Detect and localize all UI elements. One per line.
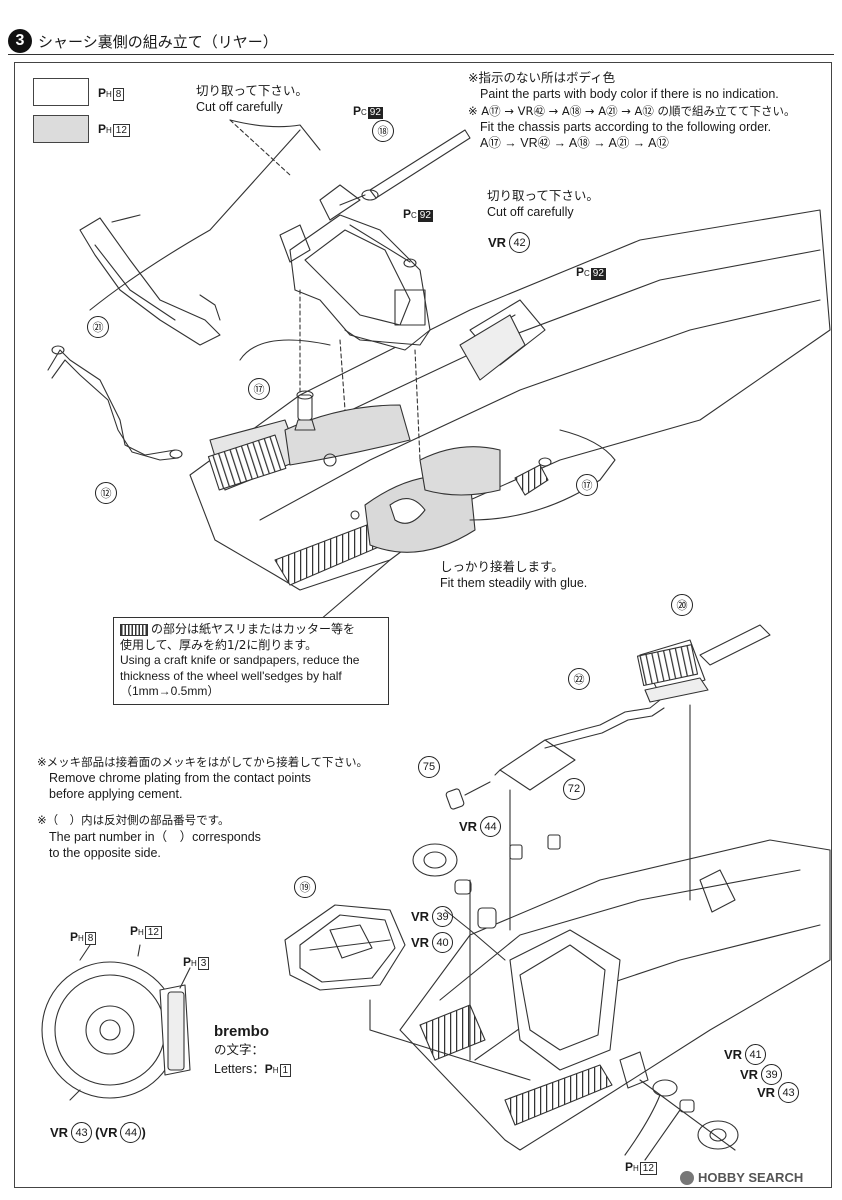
wheel-well-note-line-4: thickness of the wheel well'sedges by ha… (120, 668, 342, 683)
wheel-well-note-line-1: の部分は紙ヤスリまたはカッター等を (120, 622, 382, 638)
callout-part-21: ㉑ (87, 316, 109, 338)
step-title: シャーシ裏側の組み立て（リヤー） (38, 32, 278, 51)
opposite-note-en-2: to the opposite side. (49, 846, 161, 860)
callout-part-72: 72 (563, 778, 585, 800)
legend-swatch-white (33, 78, 89, 106)
brake-disc (41, 944, 191, 1101)
callout-part-12: ⑫ (95, 482, 117, 504)
hub-parts-left (412, 843, 497, 929)
chrome-note-en-2: before applying cement. (49, 787, 183, 801)
glue-note-en: Fit them steadily with glue. (440, 576, 588, 590)
note-line-4: Fit the chassis parts according to the f… (480, 120, 772, 134)
diagram-frame (14, 62, 832, 1188)
legend-swatch-grey (33, 115, 89, 143)
brembo-letters-jp: の文字： (214, 1042, 265, 1057)
wheel-well-note-line-3: Using a craft knife or sandpapers, reduc… (120, 653, 360, 667)
watermark-text: HOBBY SEARCH (698, 1170, 804, 1185)
callout-part-17-right: ⑰ (576, 474, 598, 496)
part-19-wheelwell (284, 904, 406, 991)
callout-part-20: ⑳ (671, 594, 693, 616)
hub-parts-right (639, 1079, 739, 1151)
glue-note-jp: しっかり接着します。 (440, 559, 564, 574)
wheel-well-note-box: の部分は紙ヤスリまたはカッター等を 使用して、厚みを約1/2に削ります。 Usi… (113, 617, 389, 705)
callout-part-18: ⑱ (372, 120, 394, 142)
callout-part-75: 75 (418, 756, 440, 778)
part-17-shock-right (514, 457, 552, 496)
hatch-swatch (120, 623, 148, 636)
upper-chassis-floor (189, 209, 831, 591)
part-18-shaft (339, 129, 471, 206)
rear-subframe (279, 184, 431, 351)
note-line-2: Paint the parts with body color if there… (480, 87, 779, 101)
cut-note-b-en: Cut off carefully (487, 205, 574, 219)
cut-note-a-en: Cut off carefully (196, 100, 283, 114)
part-20-muffler (636, 624, 771, 703)
note-line-3: ※ A⑰ → VR㊷ → A⑱ → A㉑ → A⑫ の順で組み立てて下さい。 (468, 104, 796, 118)
opposite-note-jp: ※（ ）内は反対側の部品番号です。 (37, 813, 230, 827)
cut-note-a-jp: 切り取って下さい。 (196, 83, 308, 98)
callout-part-17-left: ⑰ (248, 378, 270, 400)
callout-part-19: ⑲ (294, 876, 316, 898)
part-17-shock-left (294, 390, 316, 431)
part-22-exhaust (494, 699, 665, 791)
part-21-bracket (79, 214, 221, 346)
note-line-5: A⑰ → VR㊷ → A⑱ → A㉑ → A⑫ (480, 136, 669, 150)
watermark-logo-icon (680, 1170, 694, 1185)
header-rule (8, 54, 834, 55)
watermark: HOBBY SEARCH (680, 1170, 803, 1185)
wheel-well-note-line-2: 使用して、厚みを約1/2に削ります。 (120, 637, 318, 652)
chrome-note-jp: ※メッキ部品は接着面のメッキをはがしてから接着して下さい。 (37, 755, 368, 769)
brembo-logo-text: brembo (214, 1023, 270, 1040)
note-line-1: ※指示のない所はボディ色 (468, 70, 616, 85)
callout-part-22: ㉒ (568, 668, 590, 690)
chrome-note-en-1: Remove chrome plating from the contact p… (49, 771, 311, 785)
cut-note-b-jp: 切り取って下さい。 (487, 188, 599, 203)
opposite-note-en-1: The part number in（ ）corresponds (49, 830, 261, 844)
wheel-well-note-line-5: （1mm→0.5mm） (120, 684, 220, 698)
step-header: 3 シャーシ裏側の組み立て（リヤー） (8, 28, 278, 54)
step-number-badge: 3 (8, 29, 32, 53)
part-12-rod (47, 345, 183, 461)
